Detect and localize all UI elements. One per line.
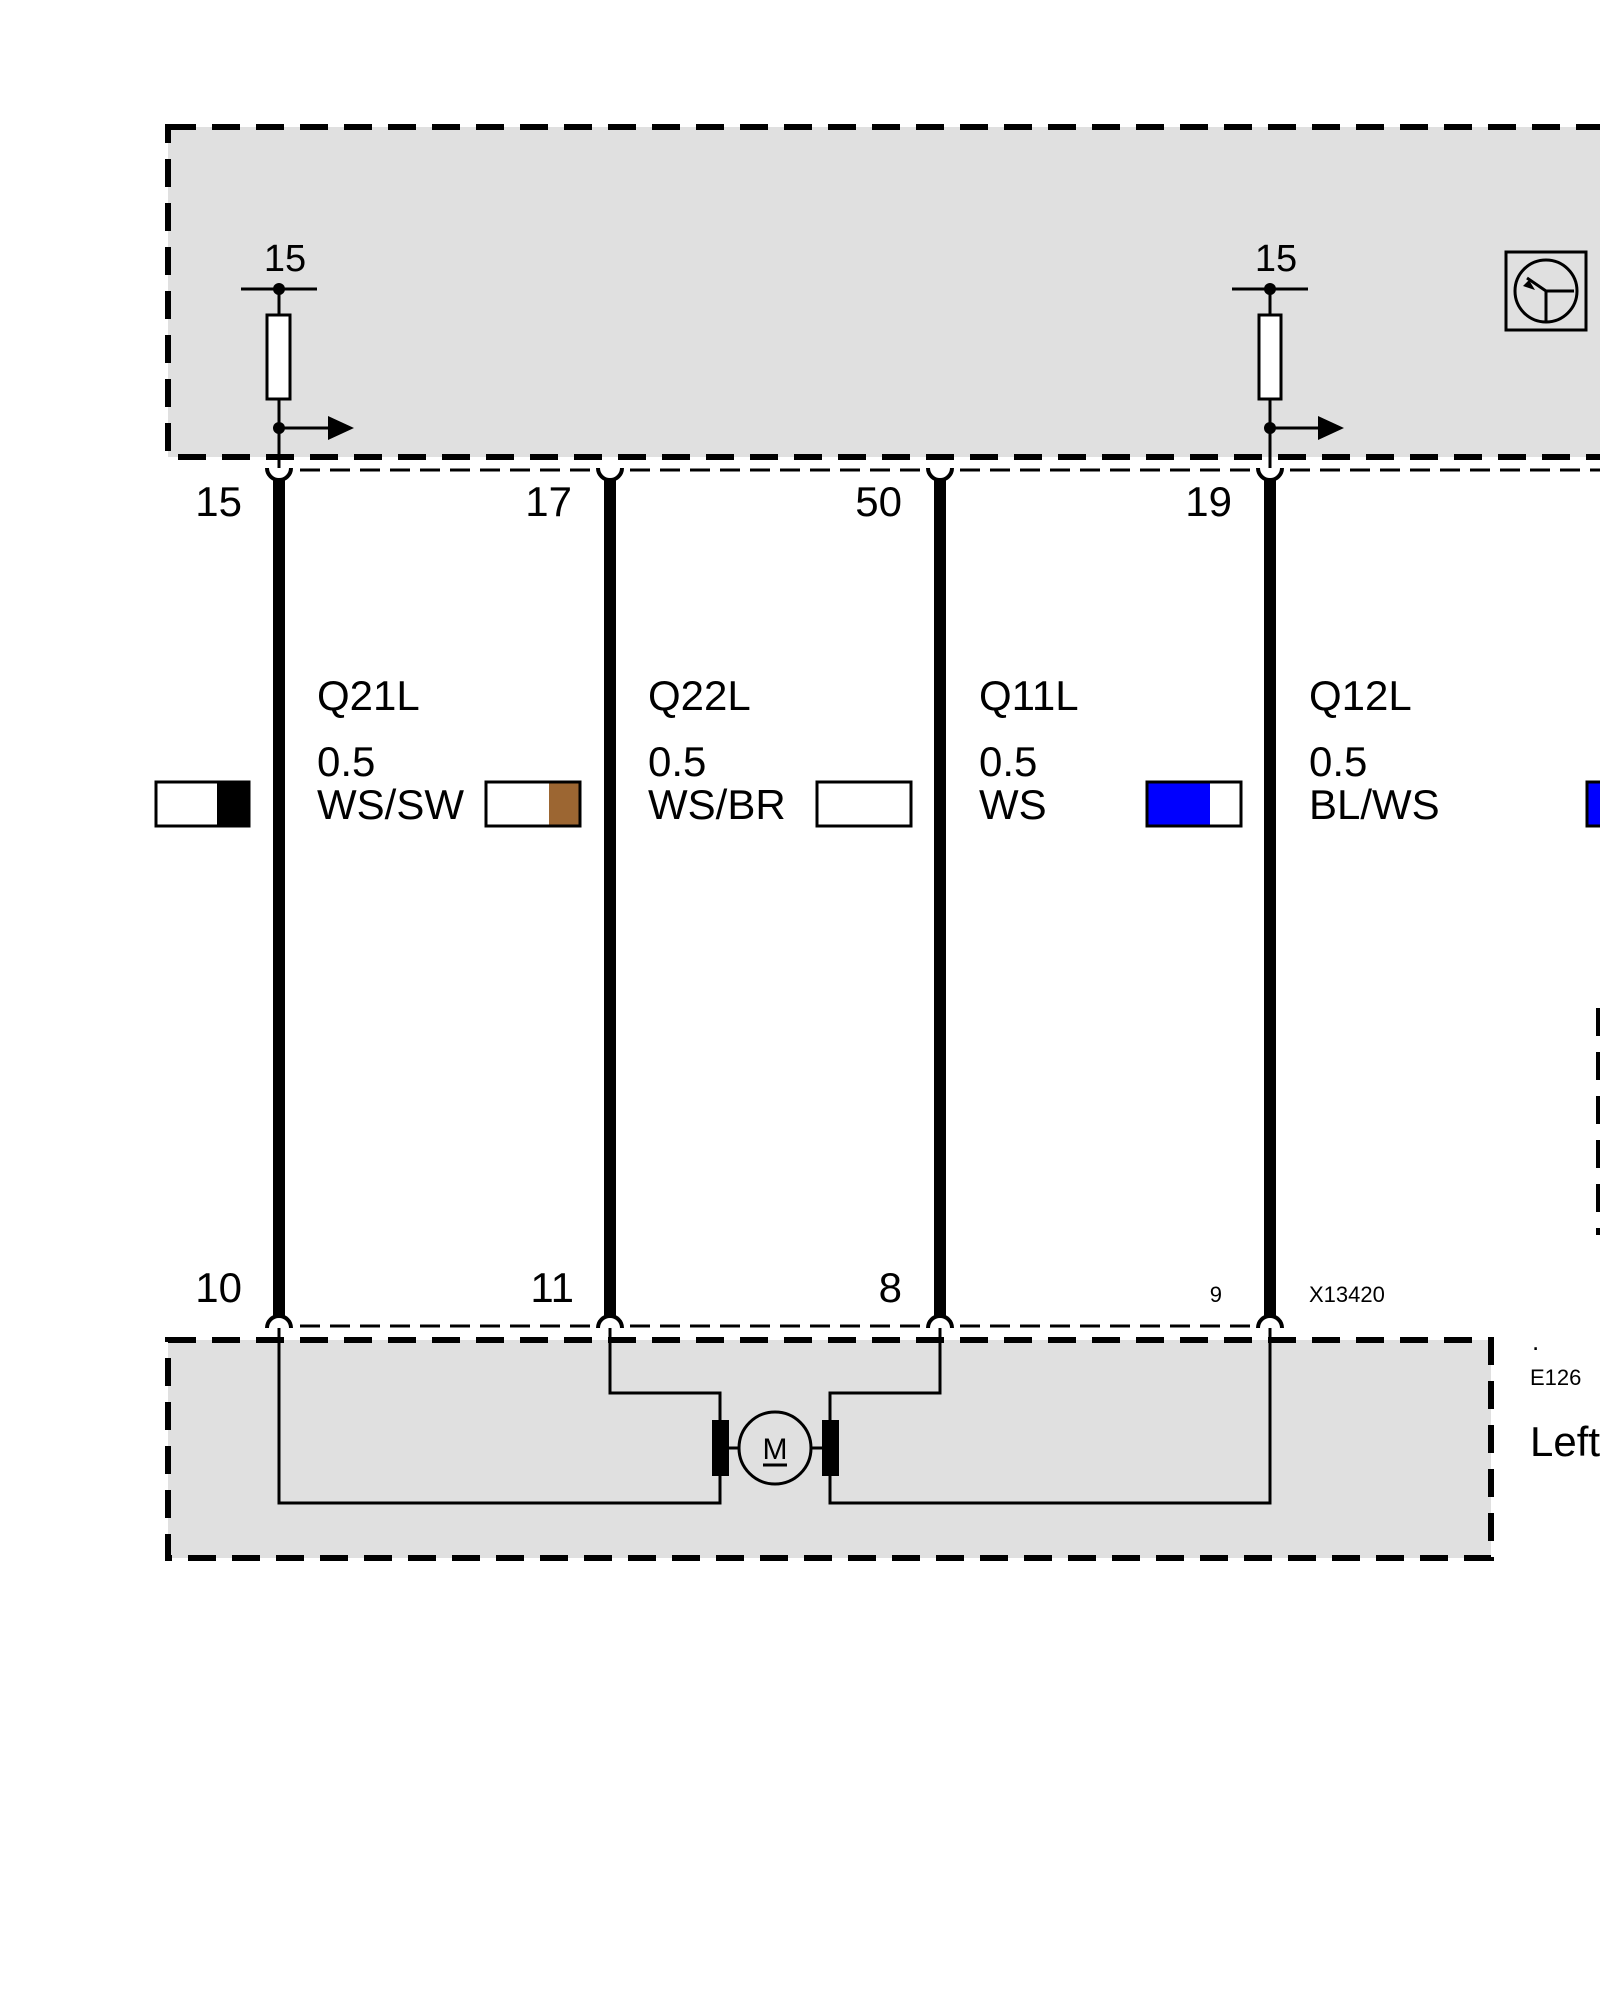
connector-code: X13420 [1309,1282,1385,1307]
wire-1: 17 11 Q22L 0.5 WS/BR [484,467,786,1329]
fuse-2: 15 [1232,238,1344,470]
fuse-label: 15 [264,238,306,280]
wire-bottom-pin: 9 [1210,1282,1222,1307]
top-module-box [165,124,1600,460]
wire-3: 19 9 Q12L 0.5 BL/WS [1145,467,1440,1329]
pin-bottom [1256,1314,1284,1329]
wire-bottom-pin: 10 [195,1264,242,1311]
fuse-1: 15 [241,238,354,470]
module-name: Left [1530,1418,1600,1465]
wire-top-pin: 50 [855,478,902,525]
wire-color-code: BL/WS [1309,781,1440,828]
bottom-module: M . E126 Left [165,1324,1600,1561]
color-swatch [484,780,582,828]
wire-gauge: 0.5 [648,738,706,785]
fuse-label: 15 [1255,238,1297,280]
module-dot: . [1532,1326,1539,1356]
fuse-icon [1257,313,1283,401]
wire-top-pin: 17 [525,478,572,525]
wire-color-code: WS/SW [317,781,464,828]
wire-gauge: 0.5 [1309,738,1367,785]
pin-bottom [596,1314,624,1329]
top-module: 15 15 [165,124,1600,472]
fuse-icon [265,313,292,401]
color-swatch-partial [1585,780,1600,828]
pin-top [596,467,624,482]
arrow-right-icon [1318,416,1344,440]
wire-bottom-pin: 8 [879,1264,902,1311]
pin-top [926,467,954,482]
wire-top-pin: 19 [1185,478,1232,525]
color-swatch [154,780,251,828]
pin-top [1256,467,1284,482]
module-code: E126 [1530,1365,1581,1390]
wire-0: 15 10 Q21L 0.5 WS/SW [154,467,464,1329]
color-swatch [1145,780,1243,828]
motor-label: M [763,1433,788,1466]
wire-id: Q21L [317,672,420,719]
wire-color-code: WS/BR [648,781,786,828]
pin-top [265,467,293,482]
pin-bottom [926,1314,954,1329]
wire-color-code: WS [979,781,1047,828]
motor-icon: M [712,1410,839,1486]
wire-2: 50 8 Q11L 0.5 WS [815,467,1079,1329]
wire-gauge: 0.5 [317,738,375,785]
wire-top-pin: 15 [195,478,242,525]
wire-gauge: 0.5 [979,738,1037,785]
wire-bottom-pin: 11 [530,1264,574,1311]
color-swatch [815,780,913,828]
wire-id: Q22L [648,672,751,719]
wire-id: Q11L [979,672,1079,719]
wire-id: Q12L [1309,672,1412,719]
arrow-right-icon [328,416,354,440]
transistor-icon [1504,250,1588,332]
pin-bottom [265,1314,293,1329]
